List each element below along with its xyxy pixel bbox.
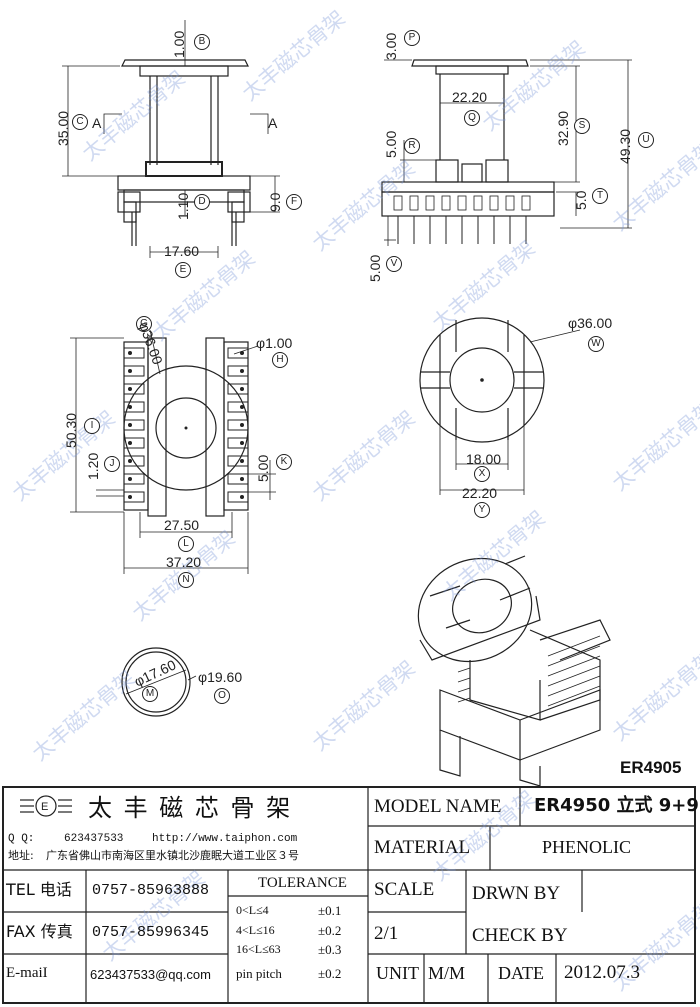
website-link[interactable]: http://www.taiphon.com [152, 833, 298, 845]
callout-l: L [178, 536, 194, 552]
unit-value: M/M [428, 963, 466, 983]
callout-x: X [474, 466, 490, 482]
dim-label-d: 1.10 [175, 192, 191, 220]
callout-d: D [194, 194, 210, 210]
front-view [62, 20, 280, 258]
model-name-label: MODEL NAME [374, 796, 502, 817]
tolerance-range: 16<L≤63 [236, 942, 281, 956]
address-text: 广东省佛山市南海区里水镇北沙鹿眠大道工业区３号 [46, 849, 299, 862]
dim-label-k: 5.00 [255, 454, 271, 482]
callout-k: K [276, 454, 292, 470]
tolerance-range: 0<L≤4 [236, 903, 269, 917]
callout-h: H [272, 352, 288, 368]
email-address[interactable]: 623437533@qq.com [90, 967, 211, 982]
qq-label: Q Q: [8, 833, 35, 845]
company-logo: E [20, 795, 72, 817]
callout-o: O [214, 688, 230, 704]
date-value: 2012.07.3 [564, 962, 640, 983]
scale-value: 2/1 [374, 923, 399, 944]
dim-label-e: 17.60 [164, 243, 200, 259]
date-label: DATE [498, 963, 544, 983]
dim-label-l: 27.50 [164, 517, 200, 533]
tolerance-value: ±0.1 [318, 903, 342, 918]
model-code: ER4905 [620, 758, 682, 777]
address-label: 地址: [8, 849, 34, 862]
tolerance-value: ±0.2 [318, 923, 342, 938]
dim-label-n: 37.20 [166, 554, 202, 570]
dim-label-b: 1.00 [171, 30, 187, 58]
dim-label-x: 18.00 [466, 451, 502, 467]
tolerance-range: 4<L≤16 [236, 923, 275, 937]
isometric-view [417, 555, 611, 787]
callout-e: E [175, 262, 191, 278]
dim-label-j: 1.20 [85, 452, 101, 480]
fax-label: FAX 传真 [6, 922, 73, 941]
dim-label-w: φ36.00 [568, 315, 613, 331]
callout-f: F [286, 194, 302, 210]
callout-r: R [404, 138, 420, 154]
dim-label-o: φ19.60 [198, 669, 243, 685]
dim-label-p: 3.00 [383, 32, 399, 60]
tel-number: 0757-85963888 [92, 882, 210, 899]
callout-t: T [592, 188, 608, 204]
dim-label-q: 22.20 [452, 89, 488, 105]
callout-j: J [104, 456, 120, 472]
section-mark-right: A [268, 115, 278, 131]
dim-label-t: 5.0 [573, 190, 589, 210]
tolerance-value: ±0.3 [318, 942, 342, 957]
callout-s: S [574, 118, 590, 134]
email-label: E-maiI [6, 965, 48, 981]
side-view [381, 59, 632, 246]
callout-b: B [194, 34, 210, 50]
dim-label-c: 35.00 [55, 110, 71, 146]
svg-text:E: E [41, 801, 48, 813]
top-view [419, 317, 581, 495]
bottom-view [70, 329, 276, 574]
dim-label-h: φ1.00 [256, 335, 293, 351]
check-by-label: CHECK BY [472, 925, 568, 946]
scale-label: SCALE [374, 879, 435, 900]
dim-label-r: 5.00 [383, 130, 399, 158]
callout-q: Q [464, 110, 480, 126]
tolerance-range: pin pitch [236, 966, 282, 981]
callout-v: V [386, 256, 402, 272]
tel-label: TEL 电话 [6, 880, 72, 899]
dim-label-y: 22.20 [462, 485, 498, 501]
callout-p: P [404, 30, 420, 46]
bore-section [121, 647, 197, 717]
callout-u: U [638, 132, 654, 148]
dim-label-i: 50.30 [63, 412, 79, 448]
dim-label-s: 32.90 [555, 110, 571, 146]
material-value: PHENOLIC [542, 837, 631, 857]
material-label: MATERIAL [374, 837, 471, 858]
callout-g: G [136, 316, 152, 332]
unit-label: UNIT [376, 963, 419, 983]
section-mark-left: A [92, 115, 102, 131]
dim-label-u: 49.30 [617, 128, 633, 164]
qq-number: 623437533 [64, 833, 124, 845]
callout-w: W [588, 336, 604, 352]
fax-number: 0757-85996345 [92, 924, 210, 941]
drawn-by-label: DRWN BY [472, 883, 561, 904]
titleblock-grid [2, 786, 696, 1004]
tolerance-title: TOLERANCE [258, 875, 347, 891]
dim-label-v: 5.00 [367, 254, 383, 282]
callout-m: M [142, 686, 158, 702]
callout-n: N [178, 572, 194, 588]
model-name-value: ER4950 立式 9+9 [534, 795, 699, 816]
callout-y: Y [474, 502, 490, 518]
title-block [2, 786, 696, 1004]
company-name: 太 丰 磁 芯 骨 架 [88, 794, 293, 822]
callout-i: I [84, 418, 100, 434]
dim-label-f: 9.0 [267, 192, 283, 212]
tolerance-value: ±0.2 [318, 966, 342, 981]
callout-c: C [72, 114, 88, 130]
